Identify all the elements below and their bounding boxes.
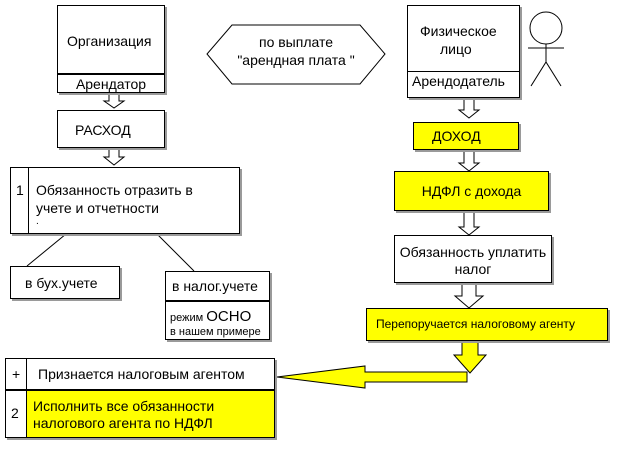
arrow-down-icon	[102, 92, 126, 109]
lessor-label: Арендодатель	[412, 73, 505, 89]
expense-box: РАСХОД	[57, 110, 165, 148]
arrow-left-icon	[276, 365, 468, 389]
arrow-down-icon	[457, 97, 481, 119]
ndfl-box: НДФЛ с дохода	[394, 171, 549, 211]
row2-text-line2: налогового агента по НДФЛ	[33, 415, 213, 431]
obligation-box: Обязанность уплатить налог	[394, 235, 552, 283]
duty-text-line1: Обязанность отразить в	[36, 182, 193, 198]
tax-agent-row: + Признается налоговым агентом	[5, 358, 275, 390]
payment-note-hexagon	[206, 24, 386, 85]
duty-number-cell: 1	[11, 168, 29, 233]
regime-label: режим ОСНО	[170, 308, 251, 325]
expense-label: РАСХОД	[75, 122, 131, 138]
row2-text-cell: Исполнить все обязанности налогового аге…	[27, 391, 274, 437]
row1-marker-cell: +	[6, 359, 27, 389]
payment-note-line2: "арендная плата "	[237, 52, 355, 68]
arrow-down-icon	[452, 340, 488, 374]
obligation-line1: Обязанность уплатить	[399, 244, 547, 260]
regime-note: в нашем примере	[170, 326, 261, 338]
branch-line-tax	[156, 233, 195, 272]
individual-line1: Физическое	[420, 23, 497, 39]
arrow-down-icon	[102, 148, 126, 166]
arrow-down-icon	[453, 282, 485, 309]
row2-text-line1: Исполнить все обязанности	[33, 398, 215, 414]
payment-note-line1: по выплате	[258, 34, 334, 50]
organization-box: Организация	[57, 5, 165, 74]
lessee-box: Арендатор	[57, 74, 165, 93]
arrow-down-icon	[457, 149, 481, 172]
row1-text: Признается налоговым агентом	[38, 366, 245, 382]
duty-number: 1	[16, 182, 24, 198]
row1-marker: +	[12, 366, 21, 382]
individual-line2: лицо	[440, 41, 472, 57]
regime-prefix: режим	[170, 312, 204, 324]
duty-text-line2: учете и отчетности	[36, 200, 159, 216]
accounting-label: в бух.учете	[25, 275, 98, 291]
row2-marker: 2	[11, 405, 19, 421]
income-box: ДОХОД	[413, 122, 519, 150]
regime-box: режим ОСНО в нашем примере	[165, 301, 270, 340]
branch-line-accounting	[26, 233, 67, 267]
individual-box: Физическое лицо	[407, 5, 520, 74]
accounting-box: в бух.учете	[10, 266, 120, 299]
regime-value: ОСНО	[206, 308, 252, 325]
ndfl-label: НДФЛ с дохода	[421, 183, 522, 199]
duty-box: 1 Обязанность отразить в учете и отчетно…	[10, 167, 240, 234]
obligation-line2: налог	[454, 261, 492, 277]
row2-marker-cell: 2	[6, 391, 27, 437]
lessee-label: Арендатор	[75, 76, 147, 92]
income-label: ДОХОД	[432, 128, 481, 144]
tax-accounting-label: в налог.учете	[172, 278, 258, 294]
duty-text-line3: .	[36, 216, 39, 227]
lessor-box: Арендодатель	[407, 71, 520, 98]
delegated-box: Перепоручается налоговому агенту	[366, 308, 608, 341]
organization-label: Организация	[67, 33, 152, 49]
stick-figure-icon	[528, 11, 564, 87]
duties-row: 2 Исполнить все обязанности налогового а…	[5, 390, 275, 438]
arrow-down-icon	[457, 210, 481, 236]
tax-accounting-box: в налог.учете	[165, 271, 270, 301]
delegated-label: Перепоручается налоговому агенту	[376, 317, 576, 331]
